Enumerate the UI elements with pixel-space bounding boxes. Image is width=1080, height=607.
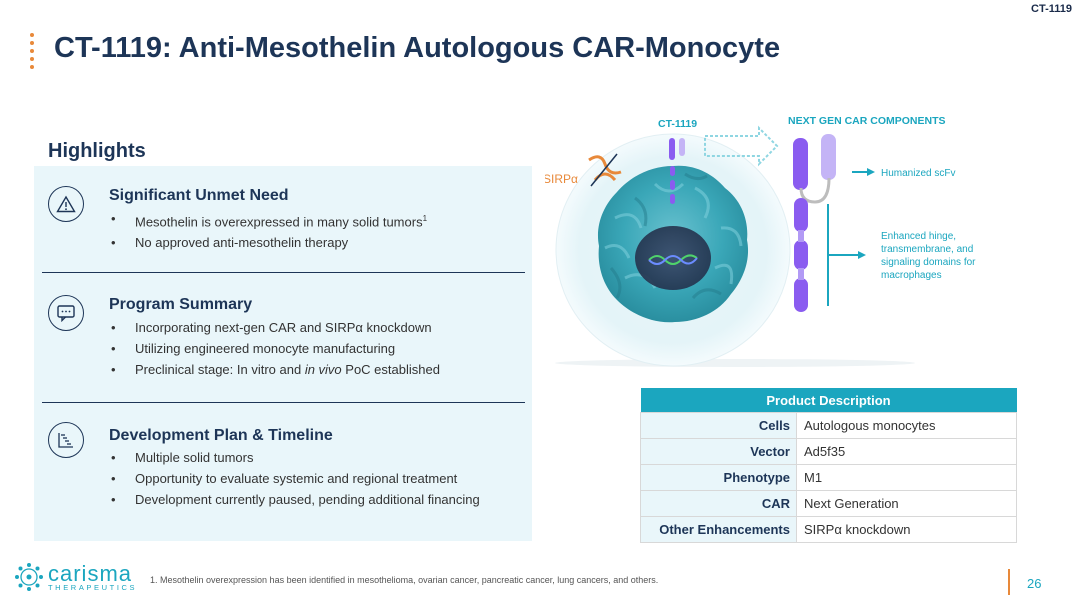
bullet-item: Preclinical stage: In vitro and in vivo … <box>109 359 440 380</box>
hinge-label-line: transmembrane, and <box>881 244 973 255</box>
bullet-item: Utilizing engineered monocyte manufactur… <box>109 338 440 359</box>
row-value: Ad5f35 <box>796 438 1017 465</box>
footnote-marker: 1 <box>422 214 428 223</box>
timeline-chart-icon <box>48 422 84 458</box>
components-heading: NEXT GEN CAR COMPONENTS <box>788 115 946 127</box>
company-logo-name: carisma <box>48 561 133 586</box>
chat-bubble-icon <box>48 295 84 331</box>
section-title: Development Plan & Timeline <box>109 427 333 444</box>
bullet-item: Opportunity to evaluate systemic and reg… <box>109 468 480 489</box>
row-value: M1 <box>796 464 1017 491</box>
page-number-divider <box>1008 569 1010 595</box>
hinge-label-line: Enhanced hinge, <box>881 231 956 242</box>
hinge-label-line: signaling domains for <box>881 257 976 268</box>
bullet-item: Multiple solid tumors <box>109 447 480 468</box>
page-number: 26 <box>1027 576 1042 591</box>
row-key: Phenotype <box>640 464 797 491</box>
company-logo-subtitle: THERAPEUTICS <box>48 583 138 592</box>
slide-tag: CT-1119 <box>1031 3 1072 15</box>
page-title: CT-1119: Anti-Mesothelin Autologous CAR-… <box>54 32 781 64</box>
section-title: Significant Unmet Need <box>109 187 289 204</box>
section-divider <box>42 272 525 273</box>
car-monocyte-figure: CT-1119 NEXT GEN CAR COMPONENTS SIRPα Hu… <box>543 108 1055 370</box>
highlights-heading: Highlights <box>48 140 146 162</box>
section-divider <box>42 402 525 403</box>
bullet-item: Development currently paused, pending ad… <box>109 489 480 510</box>
sirpa-knockdown-icon <box>588 153 622 187</box>
arrow-right-icon <box>704 125 779 167</box>
footnote: 1. Mesothelin overexpression has been id… <box>150 575 659 585</box>
row-key: Cells <box>640 412 797 439</box>
ct-label: CT-1119 <box>658 118 697 130</box>
warning-triangle-icon <box>48 186 84 222</box>
row-value: Next Generation <box>796 490 1017 517</box>
scfv-label: Humanized scFv <box>881 168 955 179</box>
bullet-item: No approved anti-mesothelin therapy <box>109 232 427 253</box>
row-value: Autologous monocytes <box>796 412 1017 439</box>
car-components-diagram <box>793 134 875 312</box>
sirpa-label: SIRPα <box>545 172 578 186</box>
hinge-label-line: macrophages <box>881 270 942 281</box>
monocyte-cell <box>597 165 749 323</box>
row-value: SIRPα knockdown <box>796 516 1017 543</box>
bullet-item: Mesothelin is overexpressed in many soli… <box>109 208 427 232</box>
bullet-item: Incorporating next-gen CAR and SIRPα kno… <box>109 317 440 338</box>
row-key: Vector <box>640 438 797 465</box>
row-key: Other Enhancements <box>640 516 797 543</box>
carisma-logo-icon <box>14 562 44 597</box>
title-accent-dots <box>30 33 36 73</box>
car-monocyte-illustration: CT-1119 NEXT GEN CAR COMPONENTS SIRPα Hu… <box>543 115 976 367</box>
highlights-panel: Significant Unmet Need Mesothelin is ove… <box>34 166 532 541</box>
section-title: Program Summary <box>109 296 253 313</box>
row-key: CAR <box>640 490 797 517</box>
car-receptor <box>669 138 685 204</box>
table-header: Product Description <box>640 388 1017 413</box>
